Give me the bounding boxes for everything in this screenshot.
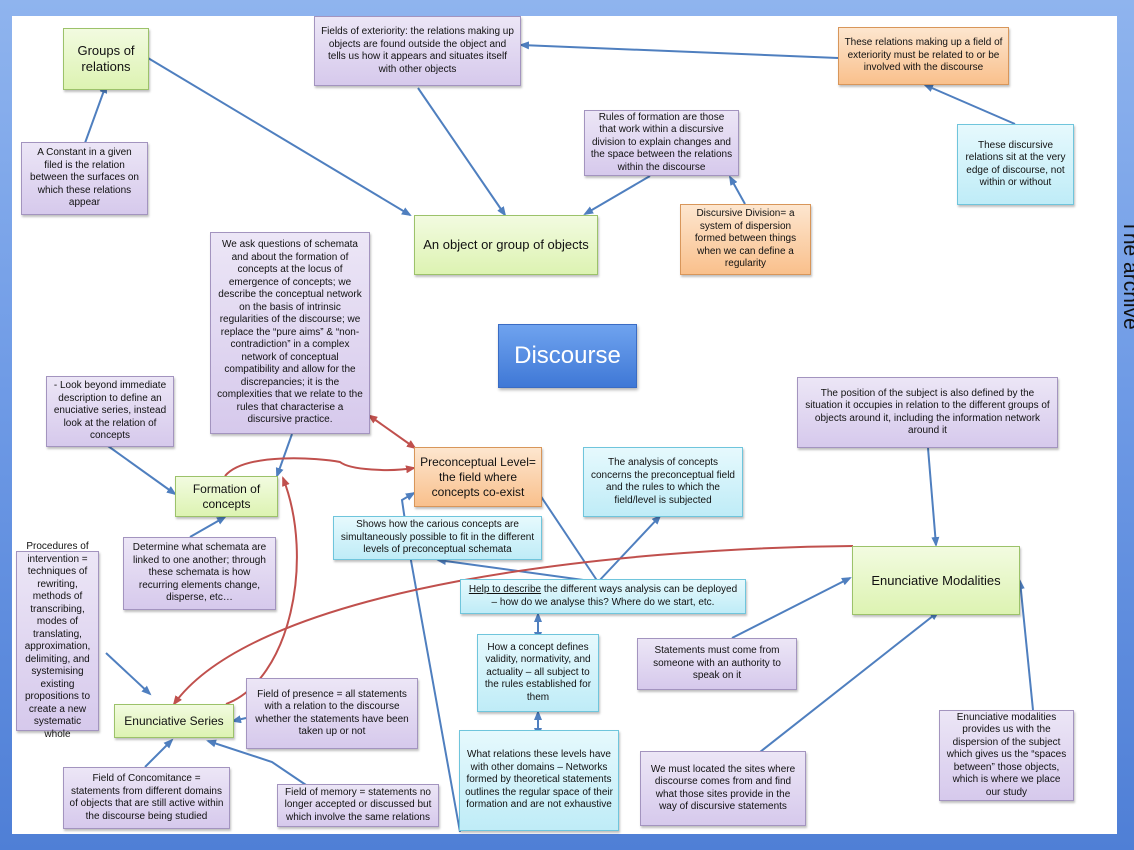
groups-of-relations-text: Groups of relations [77,43,135,74]
help-underlined-text: Help to describe [468,584,542,595]
procedures-text: Procedures of intervention = techniques … [24,541,91,740]
enunciative-series-box: Enunciative Series [114,704,234,738]
field-of-presence-box: Field of presence = all statements with … [246,678,418,749]
look-beyond-box: - Look beyond immediate description to d… [46,376,174,447]
statements-authority-text: Statements must come from someone with a… [653,645,781,682]
fields-of-exteriority-text: Fields of exteriority: the relations mak… [321,26,514,75]
constant-text: A Constant in a given filed is the relat… [30,147,139,209]
preconceptual-level-box: Preconceptual Level= the field where con… [414,447,542,507]
schemata-questions-text: We ask questions of schemata and about t… [217,239,363,426]
analysis-of-concepts-box: The analysis of concepts concerns the pr… [583,447,743,517]
edge-of-discourse-box: These discursive relations sit at the ve… [957,124,1074,205]
rules-of-formation-box: Rules of formation are those that work w… [584,110,739,176]
field-of-memory-text: Field of memory = statements no longer a… [284,786,432,823]
formation-of-concepts-box: Formation of concepts [175,476,278,517]
constant-box: A Constant in a given filed is the relat… [21,142,148,215]
edge-of-discourse-text: These discursive relations sit at the ve… [965,139,1066,189]
preconceptual-level-text: Preconceptual Level= the field where con… [420,454,536,499]
field-of-concomitance-box: Field of Concomitance = statements from … [63,767,230,829]
groups-of-relations-box: Groups of relations [63,28,149,90]
concept-defines-text: How a concept defines validity, normativ… [484,641,592,703]
discourse-central-node: Discourse [498,324,637,388]
subject-position-box: The position of the subject is also defi… [797,377,1058,448]
help-rest-text: the different ways analysis can be deplo… [491,584,738,608]
subject-position-text: The position of the subject is also defi… [805,387,1050,437]
field-of-memory-box: Field of memory = statements no longer a… [277,784,439,827]
help-to-describe-text: Help to describe the different ways anal… [466,584,740,609]
object-group-box: An object or group of objects [414,215,598,275]
look-beyond-text: - Look beyond immediate description to d… [53,380,167,442]
modalities-provides-text: Enunciative modalities provides us with … [946,711,1067,798]
analysis-of-concepts-text: The analysis of concepts concerns the pr… [591,457,735,506]
relations-levels-box: What relations these levels have with ot… [459,730,619,831]
discursive-division-box: Discursive Division= a system of dispers… [680,204,811,275]
discourse-title: Discourse [514,342,621,369]
fields-of-exteriority-box: Fields of exteriority: the relations mak… [314,16,521,86]
formation-of-concepts-text: Formation of concepts [192,481,261,511]
statements-authority-box: Statements must come from someone with a… [637,638,797,690]
concept-defines-box: How a concept defines validity, normativ… [477,634,599,712]
object-group-text: An object or group of objects [423,237,589,252]
relations-exteriority-box: These relations making up a field of ext… [838,27,1009,85]
relations-levels-text: What relations these levels have with ot… [465,749,613,811]
field-of-concomitance-text: Field of Concomitance = statements from … [69,773,224,822]
shows-how-box: Shows how the carious concepts are simul… [333,516,542,560]
procedures-box: Procedures of intervention = techniques … [16,541,99,740]
schemata-questions-box: We ask questions of schemata and about t… [210,232,370,434]
discursive-division-text: Discursive Division= a system of dispers… [694,208,797,270]
help-to-describe-box: Help to describe the different ways anal… [460,579,746,614]
locate-sites-box: We must located the sites where discours… [640,751,806,826]
determine-schemata-text: Determine what schemata are linked to on… [132,542,267,604]
enunciative-modalities-box: Enunciative Modalities [852,546,1020,615]
shows-how-text: Shows how the carious concepts are simul… [340,519,535,556]
field-of-presence-text: Field of presence = all statements with … [255,688,409,738]
relations-exteriority-text: These relations making up a field of ext… [844,37,1003,74]
determine-schemata-box: Determine what schemata are linked to on… [123,537,276,610]
archive-side-label: The archive [1119,220,1134,330]
modalities-provides-box: Enunciative modalities provides us with … [939,710,1074,801]
rules-of-formation-text: Rules of formation are those that work w… [590,111,733,173]
locate-sites-text: We must located the sites where discours… [650,763,796,813]
enunciative-modalities-text: Enunciative Modalities [871,572,1001,588]
enunciative-series-text: Enunciative Series [124,714,224,728]
